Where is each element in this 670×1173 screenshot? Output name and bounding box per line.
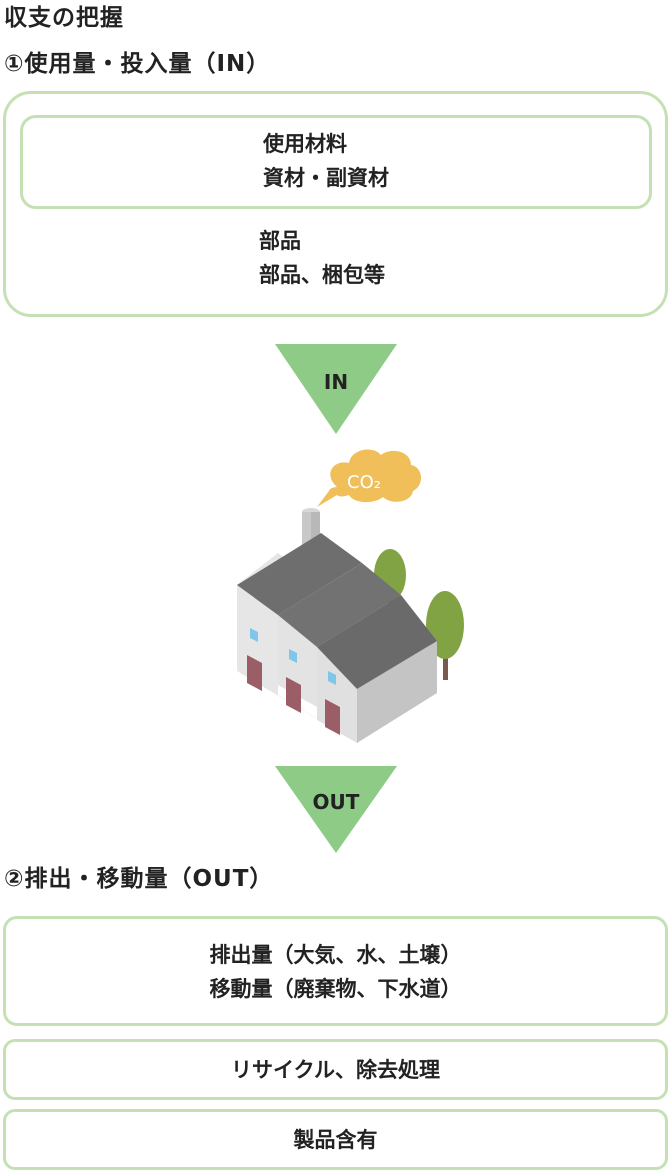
materials-text: 使用材料 資材・副資材	[263, 127, 389, 195]
emissions-line1: 排出量（大気、水、土壌）	[209, 943, 462, 967]
out-arrow-label: OUT	[312, 790, 360, 814]
parts-line1: 部品	[259, 229, 301, 253]
product-text: 製品含有	[293, 1128, 378, 1152]
out-arrow	[275, 766, 397, 853]
section-title: 収支の把握	[4, 5, 124, 31]
recycle-box: リサイクル、除去処理	[3, 1039, 668, 1100]
co2-label: CO₂	[347, 472, 381, 493]
parts-text: 部品 部品、梱包等	[259, 224, 385, 292]
input-heading: ①使用量・投入量（IN）	[4, 51, 271, 77]
factory-illustration	[237, 449, 464, 743]
product-box: 製品含有	[3, 1109, 668, 1170]
materials-line1: 使用材料	[263, 132, 347, 156]
output-heading: ②排出・移動量（OUT）	[4, 866, 274, 892]
emissions-line2: 移動量（廃棄物、下水道）	[209, 977, 462, 1001]
emissions-box: 排出量（大気、水、土壌） 移動量（廃棄物、下水道）	[3, 916, 668, 1026]
co2-cloud-icon	[317, 449, 422, 507]
in-arrow-label: IN	[323, 370, 349, 394]
parts-line2: 部品、梱包等	[259, 263, 385, 287]
materials-box: 使用材料 資材・副資材	[20, 115, 652, 209]
input-group-box: 使用材料 資材・副資材 部品 部品、梱包等	[3, 91, 668, 317]
emissions-text: 排出量（大気、水、土壌） 移動量（廃棄物、下水道）	[6, 938, 665, 1006]
materials-line2: 資材・副資材	[263, 166, 389, 190]
in-arrow	[275, 344, 397, 434]
recycle-text: リサイクル、除去処理	[231, 1058, 440, 1082]
